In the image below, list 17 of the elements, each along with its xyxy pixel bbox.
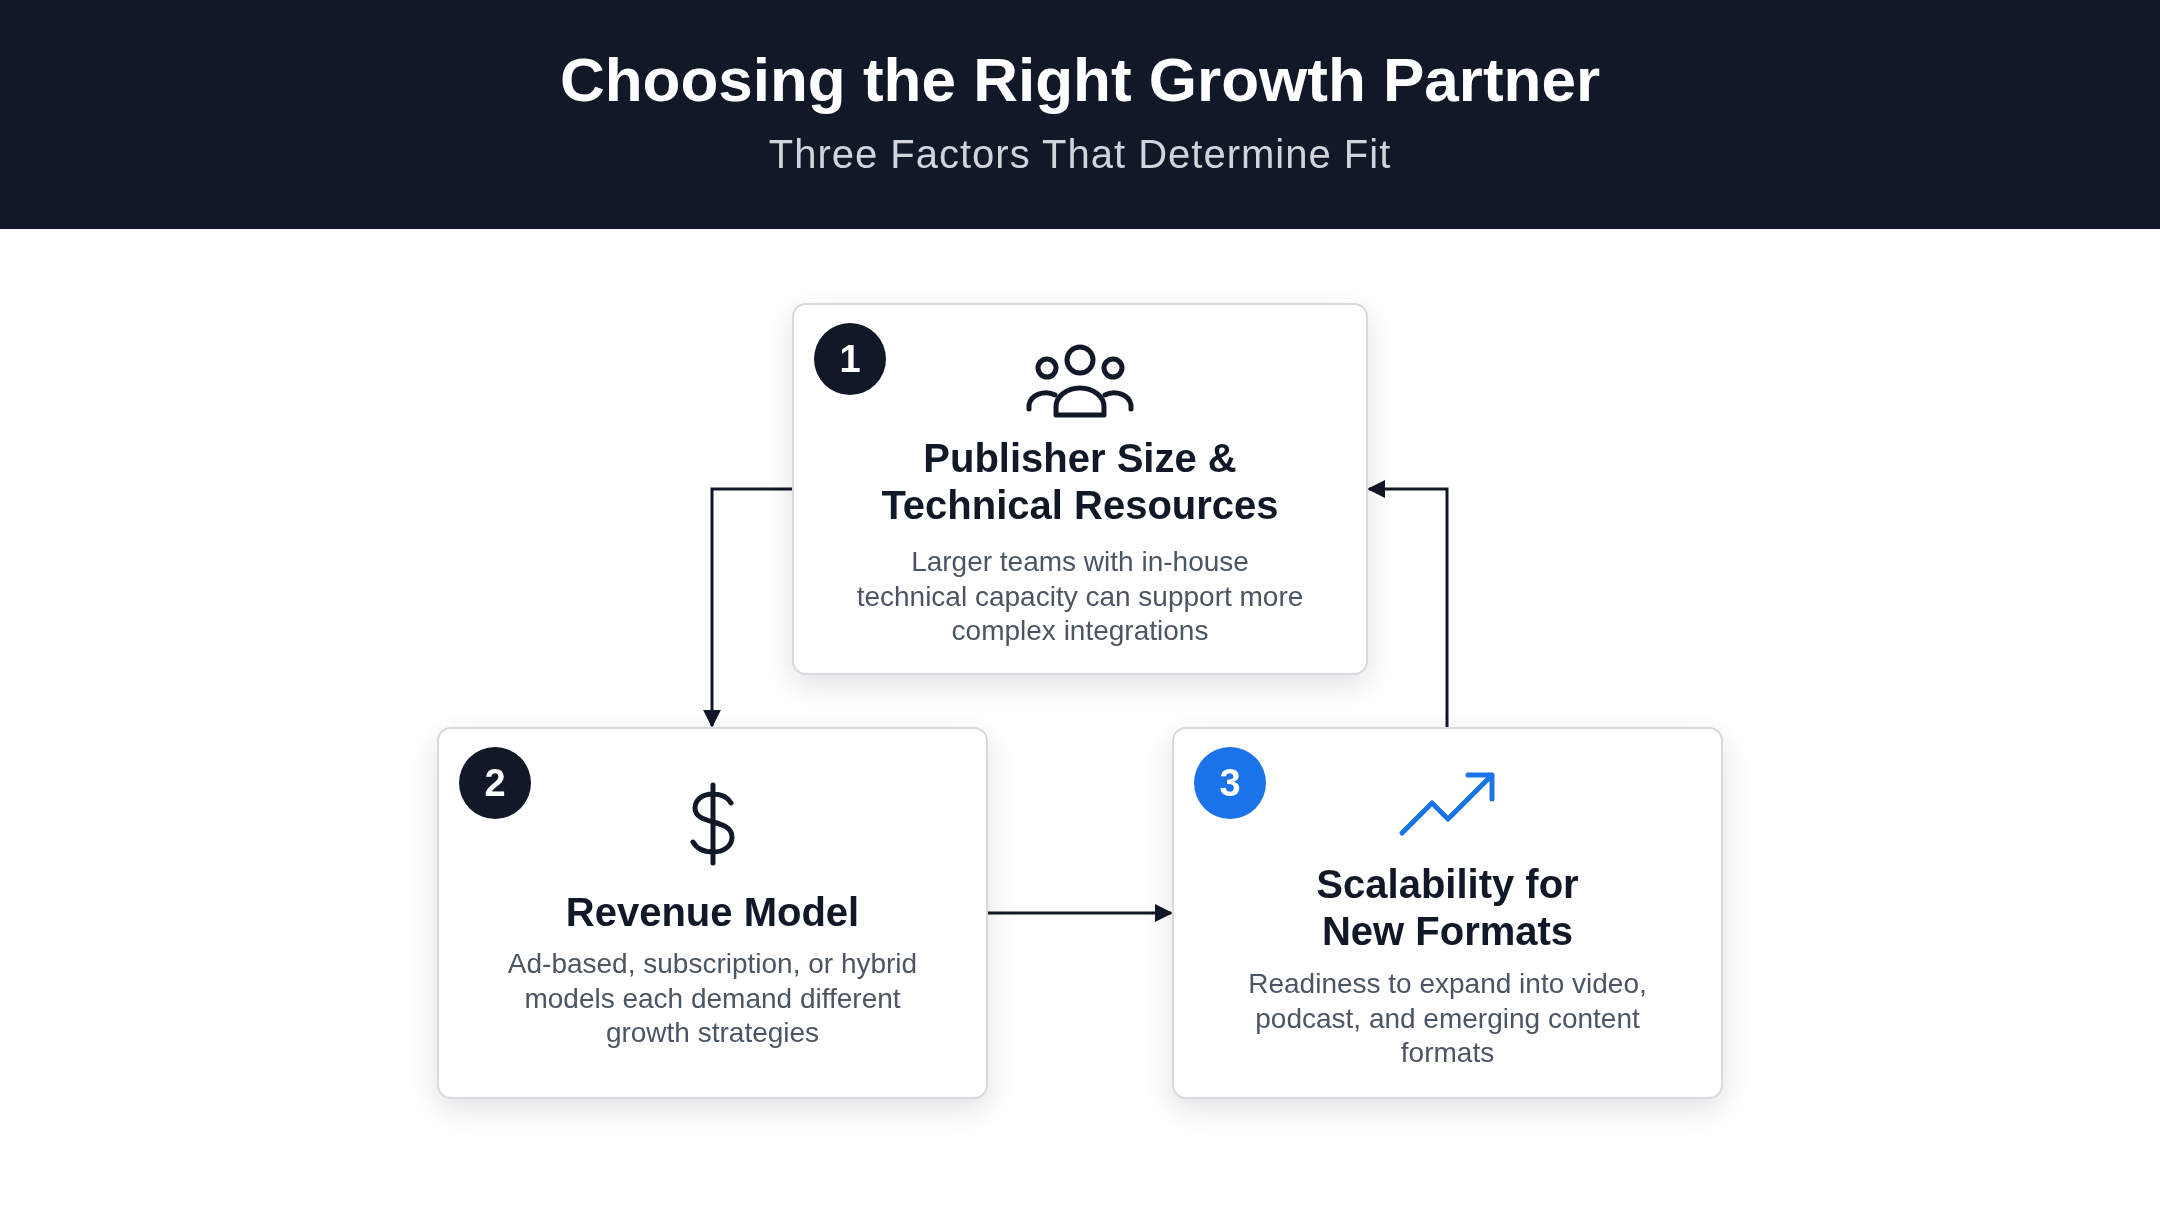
card-description: Ad-based, subscription, or hybrid models each demand different growth strategies <box>506 947 919 1050</box>
card-heading: Revenue Model <box>564 889 861 936</box>
factor-card <box>437 727 988 1099</box>
factor-card <box>792 303 1368 675</box>
card-description: Readiness to expand into video, podcast, and emerging content formats <box>1247 967 1648 1070</box>
subtitle: Three Factors That Determine Fit <box>767 132 1393 177</box>
card-heading: Publisher Size & Technical Resources <box>880 435 1280 529</box>
step-number-badge: 3 <box>1194 747 1266 819</box>
factor-card <box>1172 727 1723 1099</box>
card-description: Larger teams with in-house technical capacity can support more complex integrations <box>855 545 1305 648</box>
arrow <box>988 904 1173 922</box>
title: Choosing the Right Growth Partner <box>558 44 1602 115</box>
arrow <box>703 487 792 728</box>
card-heading: Scalability for New Formats <box>1315 861 1580 955</box>
step-number-badge: 2 <box>459 747 531 819</box>
arrow <box>1367 480 1449 727</box>
step-number-badge: 1 <box>814 323 886 395</box>
